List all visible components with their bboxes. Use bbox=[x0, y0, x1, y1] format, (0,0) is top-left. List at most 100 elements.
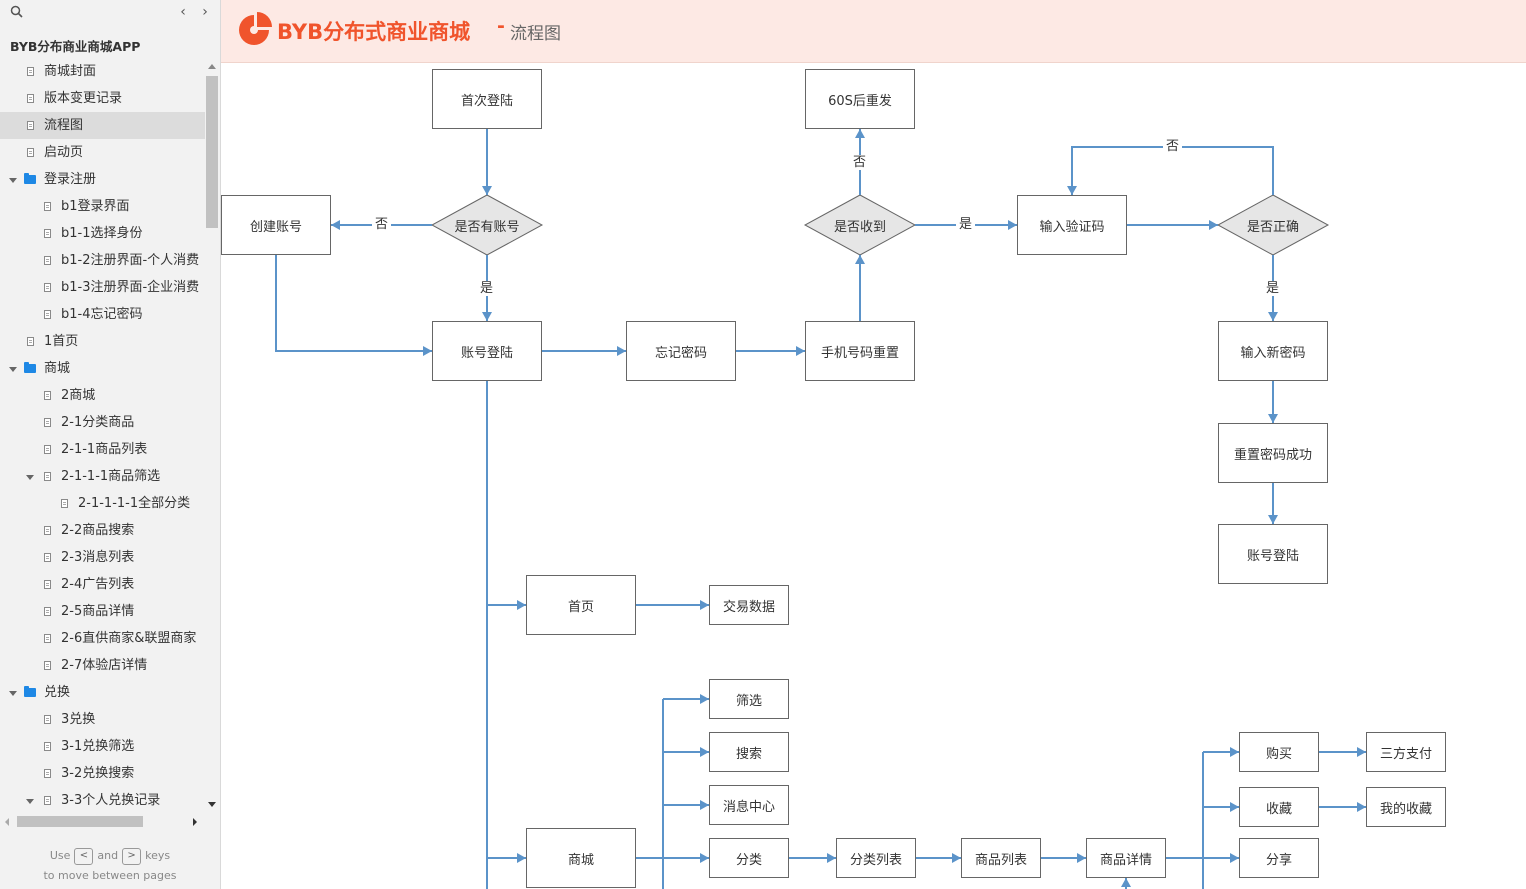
expand-caret-icon[interactable] bbox=[9, 367, 17, 372]
tree-item[interactable]: 兑换 bbox=[0, 679, 205, 706]
node-third-pay[interactable]: 三方支付 bbox=[1366, 732, 1446, 772]
horizontal-scroll-thumb[interactable] bbox=[17, 816, 143, 827]
node-reset-success[interactable]: 重置密码成功 bbox=[1218, 423, 1328, 483]
tree-item[interactable]: 3兑换 bbox=[0, 706, 205, 733]
arrowhead-icon bbox=[855, 129, 865, 138]
node-create-account[interactable]: 创建账号 bbox=[221, 195, 331, 255]
tree-item[interactable]: 2-1-1-1-1全部分类 bbox=[0, 490, 205, 517]
page-header: BYB分布式商业商城 - 流程图 bbox=[221, 0, 1526, 63]
tree-item[interactable]: 2商城 bbox=[0, 382, 205, 409]
arrowhead-icon bbox=[517, 853, 526, 863]
node-my-collect[interactable]: 我的收藏 bbox=[1366, 787, 1446, 827]
tree-item-label: 2商城 bbox=[61, 388, 96, 403]
tree-item[interactable]: 2-1-1-1商品筛选 bbox=[0, 463, 205, 490]
page-icon bbox=[44, 445, 51, 454]
expand-caret-icon[interactable] bbox=[9, 178, 17, 183]
tree-item[interactable]: 商城封面 bbox=[0, 58, 205, 85]
scroll-up-icon[interactable] bbox=[208, 64, 216, 69]
tree-item[interactable]: b1-4忘记密码 bbox=[0, 301, 205, 328]
node-phone-reset[interactable]: 手机号码重置 bbox=[805, 321, 915, 381]
horizontal-scrollbar[interactable] bbox=[0, 814, 220, 830]
expand-caret-icon[interactable] bbox=[26, 475, 34, 480]
node-first-login[interactable]: 首次登陆 bbox=[432, 69, 542, 129]
tree-item[interactable]: b1登录界面 bbox=[0, 193, 205, 220]
chevron-left-icon[interactable]: ‹ bbox=[180, 4, 186, 20]
arrowhead-icon bbox=[855, 255, 865, 264]
node-mall[interactable]: 商城 bbox=[526, 828, 636, 888]
keyboard-hint: Use<and>keys to move between pages bbox=[0, 846, 220, 886]
tree-item-label: 3-2兑换搜索 bbox=[61, 766, 135, 781]
tree-item[interactable]: 2-1-1商品列表 bbox=[0, 436, 205, 463]
scroll-down-icon[interactable] bbox=[208, 802, 216, 807]
expand-caret-icon[interactable] bbox=[9, 691, 17, 696]
node-filter[interactable]: 筛选 bbox=[709, 679, 789, 719]
folder-icon bbox=[24, 686, 36, 697]
tree-item-label: 登录注册 bbox=[44, 172, 97, 187]
tree-item[interactable]: 流程图 bbox=[0, 112, 205, 139]
tree-item-label: 商城 bbox=[44, 361, 71, 376]
tree-item[interactable]: 启动页 bbox=[0, 139, 205, 166]
node-msg-center[interactable]: 消息中心 bbox=[709, 785, 789, 825]
page-icon bbox=[44, 202, 51, 211]
node-product-list[interactable]: 商品列表 bbox=[961, 838, 1041, 878]
node-account-login2[interactable]: 账号登陆 bbox=[1218, 524, 1328, 584]
tree-item[interactable]: 1首页 bbox=[0, 328, 205, 355]
tree-item[interactable]: 2-1分类商品 bbox=[0, 409, 205, 436]
node-account-login[interactable]: 账号登陆 bbox=[432, 321, 542, 381]
arrowhead-icon bbox=[482, 186, 492, 195]
tree-item[interactable]: 3-2兑换搜索 bbox=[0, 760, 205, 787]
page-icon bbox=[44, 742, 51, 751]
node-share[interactable]: 分享 bbox=[1239, 838, 1319, 878]
chevron-right-icon[interactable]: › bbox=[202, 4, 208, 20]
tree-item[interactable]: 3-1兑换筛选 bbox=[0, 733, 205, 760]
tree-item[interactable]: 2-7体验店详情 bbox=[0, 652, 205, 679]
tree-item[interactable]: 2-6直供商家&联盟商家 bbox=[0, 625, 205, 652]
tree-item-label: b1-1选择身份 bbox=[61, 226, 143, 241]
tree-item-label: b1-2注册界面-个人消费 bbox=[61, 253, 200, 268]
node-input-new-pwd[interactable]: 输入新密码 bbox=[1218, 321, 1328, 381]
tree-item[interactable]: 3-3个人兑换记录 bbox=[0, 787, 205, 814]
tree-item-label: 3兑换 bbox=[61, 712, 96, 727]
scroll-left-icon[interactable] bbox=[5, 818, 9, 826]
arrowhead-icon bbox=[1357, 747, 1366, 757]
node-home[interactable]: 首页 bbox=[526, 575, 636, 635]
tree-item[interactable]: 版本变更记录 bbox=[0, 85, 205, 112]
node-buy[interactable]: 购买 bbox=[1239, 732, 1319, 772]
arrowhead-icon bbox=[796, 346, 805, 356]
node-category[interactable]: 分类 bbox=[709, 838, 789, 878]
node-category-list[interactable]: 分类列表 bbox=[836, 838, 916, 878]
arrowhead-icon bbox=[1067, 186, 1077, 195]
vertical-scroll-thumb[interactable] bbox=[206, 76, 218, 228]
scroll-right-icon[interactable] bbox=[193, 818, 197, 826]
key-prev-icon: < bbox=[74, 847, 94, 865]
page-icon bbox=[44, 715, 51, 724]
node-search[interactable]: 搜索 bbox=[709, 732, 789, 772]
arrowhead-icon bbox=[1268, 515, 1278, 524]
node-trade-data[interactable]: 交易数据 bbox=[709, 585, 789, 625]
tree-item[interactable]: 2-2商品搜索 bbox=[0, 517, 205, 544]
tree-item[interactable]: b1-2注册界面-个人消费 bbox=[0, 247, 205, 274]
node-collect[interactable]: 收藏 bbox=[1239, 787, 1319, 827]
tree-item[interactable]: 登录注册 bbox=[0, 166, 205, 193]
tree-item[interactable]: 2-4广告列表 bbox=[0, 571, 205, 598]
node-input-code[interactable]: 输入验证码 bbox=[1017, 195, 1127, 255]
decision-has-account: 是否有账号 bbox=[454, 219, 520, 235]
tree-item[interactable]: 商城 bbox=[0, 355, 205, 382]
tree-item[interactable]: b1-1选择身份 bbox=[0, 220, 205, 247]
arrowhead-icon bbox=[1230, 853, 1239, 863]
tree-item[interactable]: 2-3消息列表 bbox=[0, 544, 205, 571]
node-forgot-pwd[interactable]: 忘记密码 bbox=[626, 321, 736, 381]
folder-icon bbox=[24, 173, 36, 184]
search-icon[interactable] bbox=[9, 4, 25, 20]
tree-item[interactable]: 2-5商品详情 bbox=[0, 598, 205, 625]
arrowhead-icon bbox=[617, 346, 626, 356]
node-resend[interactable]: 60S后重发 bbox=[805, 69, 915, 129]
page-icon bbox=[44, 229, 51, 238]
arrowhead-icon bbox=[700, 800, 709, 810]
arrowhead-icon bbox=[700, 600, 709, 610]
tree-item[interactable]: b1-3注册界面-企业消费 bbox=[0, 274, 205, 301]
expand-caret-icon[interactable] bbox=[26, 799, 34, 804]
node-product-detail[interactable]: 商品详情 bbox=[1086, 838, 1166, 878]
vertical-scrollbar[interactable] bbox=[205, 62, 220, 812]
